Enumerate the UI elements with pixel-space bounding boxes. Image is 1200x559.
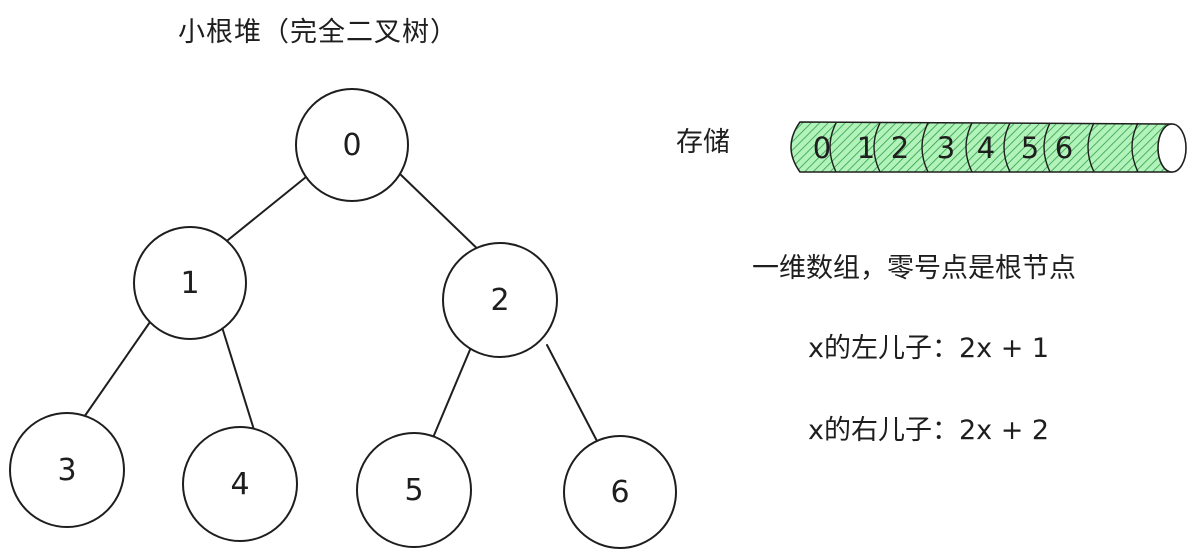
note-left-child-formula: x的左儿子：2x + 1: [808, 333, 1050, 364]
diagram-title: 小根堆（完全二叉树）: [178, 17, 458, 48]
node-label: 4: [230, 467, 249, 502]
node-circle: [9, 412, 125, 528]
node-label: 6: [610, 475, 629, 510]
node-circle: [295, 88, 409, 202]
tree-node-5: 5: [356, 432, 472, 548]
array-cell-divider-3: [965, 122, 973, 173]
array-cell-2: 2: [891, 131, 909, 165]
array-cell-1: 1: [857, 131, 875, 165]
array-cell-divider-2: [921, 122, 929, 173]
tree-node-0: 0: [295, 88, 409, 202]
node-circle: [133, 226, 247, 340]
edge-0-2: [399, 173, 488, 259]
array-cell-divider-0: [829, 122, 837, 173]
array-cell-divider-6: [1087, 122, 1095, 173]
array-cylinder-end-cap: [1157, 123, 1187, 173]
edge-1-4: [221, 326, 256, 434]
edge-2-6: [546, 344, 599, 444]
array-cell-4: 4: [977, 131, 995, 165]
note-array-description: 一维数组，零号点是根节点: [752, 253, 1076, 284]
array-cell-divider-4: [1003, 122, 1011, 173]
edge-1-3: [81, 321, 151, 421]
tree-edges: [81, 173, 599, 444]
node-label: 2: [490, 283, 509, 318]
node-label: 0: [342, 128, 361, 163]
edge-2-5: [431, 344, 473, 441]
array-cell-divider-7: [1131, 122, 1139, 173]
tree-node-4: 4: [182, 426, 298, 542]
tree-node-2: 2: [442, 242, 558, 358]
node-circle: [356, 432, 472, 548]
note-right-child-formula: x的右儿子：2x + 2: [808, 415, 1050, 446]
array-cell-divider-1: [873, 122, 881, 173]
node-circle: [182, 426, 298, 542]
node-circle: [563, 435, 677, 549]
node-circle: [442, 242, 558, 358]
edge-0-1: [227, 176, 307, 241]
array-cell-0: 0: [813, 131, 831, 165]
node-label: 1: [180, 266, 199, 301]
tree-nodes: 0 1 2 3 4 5 6: [9, 88, 677, 549]
node-label: 5: [404, 473, 423, 508]
array-cell-6: 6: [1055, 131, 1073, 165]
tree-node-3: 3: [9, 412, 125, 528]
array-cell-3: 3: [937, 131, 955, 165]
array-cell-divider-5: [1043, 122, 1051, 173]
tree-node-1: 1: [133, 226, 247, 340]
array-cell-5: 5: [1021, 131, 1039, 165]
storage-label: 存储: [676, 127, 730, 158]
node-label: 3: [57, 453, 76, 488]
tree-node-6: 6: [563, 435, 677, 549]
